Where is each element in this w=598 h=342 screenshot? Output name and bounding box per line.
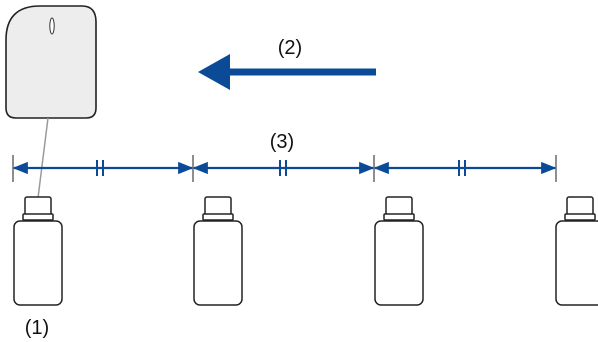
sensor-head-icon (5, 5, 97, 119)
direction-label: (2) (278, 37, 302, 59)
pitch-dimension-1 (12, 160, 194, 176)
sensor-beam-line (37, 117, 49, 199)
bottle-icon (193, 196, 243, 306)
left-arrow-icon (198, 54, 376, 90)
pitch-dimension-2 (192, 160, 375, 176)
pitch-dimension-3 (373, 160, 557, 176)
pitch-label: (3) (270, 131, 294, 153)
bottle-icon (374, 196, 424, 306)
bottle-icon (555, 196, 598, 306)
first-bottle-label: (1) (25, 317, 49, 339)
bottle-icon (13, 196, 63, 306)
